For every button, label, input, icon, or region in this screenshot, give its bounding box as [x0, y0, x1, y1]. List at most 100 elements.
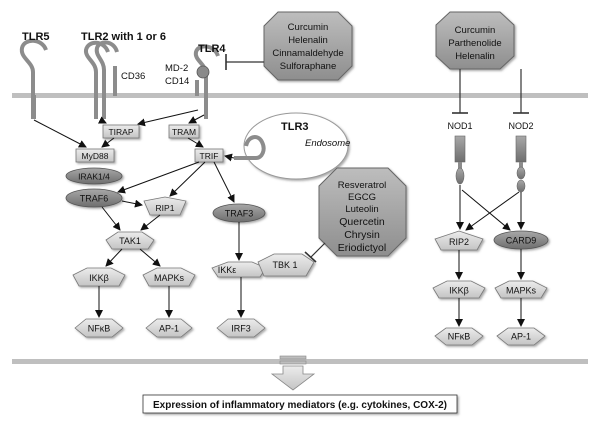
- cd14-bar: [195, 80, 199, 96]
- cd36-label: CD36: [121, 71, 145, 82]
- nfkb-left-label: NFκB: [88, 324, 111, 334]
- arrow-tak1-ikkb: [105, 248, 123, 267]
- arrow-rip1-tak1: [140, 214, 161, 231]
- cd36-bar: [113, 66, 117, 96]
- irf3-node: [216, 318, 266, 338]
- tbk1-node: [257, 253, 315, 277]
- traf6-label: TRAF6: [80, 194, 109, 204]
- irak-ellipse: [65, 167, 123, 185]
- ap1-left-node: [145, 318, 193, 338]
- endosome-label: Endosome: [305, 138, 350, 149]
- tak1-node: [105, 231, 155, 250]
- ikkb-left-node: [72, 267, 126, 287]
- mapks-right-label: MAPKs: [506, 286, 537, 296]
- nod-inhibitor-2: Parthenolide: [448, 38, 501, 49]
- arrow-tlr4-tirap: [137, 109, 199, 127]
- myd88-box: [75, 148, 115, 163]
- irf3-label: IRF3: [231, 324, 251, 334]
- ikkb-left-label: IKKβ: [89, 273, 109, 283]
- arrow-nod1-card9: [461, 189, 511, 231]
- tlr4-inhibitor-1: Curcumin: [288, 22, 329, 33]
- ap1-left-label: AP-1: [159, 324, 179, 334]
- tbk1-inhibitor-5: Chrysin: [344, 229, 380, 241]
- md2-circle: [196, 65, 210, 79]
- tbk1-inhibition-bar: [304, 251, 317, 263]
- nod1-label: NOD1: [447, 121, 472, 131]
- ikkb-right-label: IKKβ: [449, 286, 469, 296]
- tram-box: [168, 124, 200, 139]
- tlr5-label: TLR5: [22, 31, 50, 43]
- tlr4-inhibitor-2: Helenalin: [288, 35, 328, 46]
- tbk1-inhibitor-4: Quercetin: [339, 216, 385, 228]
- traf6-ellipse: [65, 188, 123, 208]
- card9-label: CARD9: [506, 236, 537, 246]
- cd14-label: CD14: [165, 76, 189, 87]
- arrow-tlr4-tram: [188, 114, 205, 124]
- mapks-left-label: MAPKs: [154, 273, 185, 283]
- arrow-trif-traf6: [117, 161, 200, 194]
- arrow-tlr2-tirap: [97, 116, 107, 124]
- ikke-label: IKKε: [218, 265, 237, 275]
- tlr4-label: TLR4: [198, 43, 226, 55]
- nod-inhibitor-3: Helenalin: [455, 51, 495, 62]
- tirap-box: [102, 124, 140, 139]
- tlr2-receptor: [83, 40, 119, 119]
- pathway-arrows: [33, 109, 525, 327]
- mapks-left-node: [142, 267, 196, 287]
- arrow-tirap-myd88: [101, 137, 115, 148]
- arrow-tak1-mapks: [139, 248, 161, 267]
- rip2-label: RIP2: [449, 237, 469, 247]
- tlr4-receptor: [193, 44, 220, 119]
- arrow-tlr5-myd88: [33, 119, 87, 148]
- myd88-label: MyD88: [82, 151, 109, 161]
- tlr2-label: TLR2 with 1 or 6: [81, 31, 166, 43]
- ikkb-right-node: [432, 280, 486, 299]
- tram-label: TRAM: [172, 127, 196, 137]
- tbk1-inhibition-line: [310, 242, 326, 258]
- nod2-receptor: [515, 135, 527, 193]
- nfkb-left-node: [74, 318, 124, 338]
- trif-label: TRIF: [200, 151, 219, 161]
- tak1-label: TAK1: [119, 236, 141, 246]
- arrow-trif-rip1: [169, 161, 206, 197]
- nod-inhibitor-1: Curcumin: [455, 25, 496, 36]
- ap1-right-node: [496, 327, 546, 346]
- cell-membrane: [12, 93, 588, 98]
- irak-label: IRAK1/4: [78, 172, 110, 182]
- nod2-label: NOD2: [508, 121, 533, 131]
- md2-label: MD-2: [165, 63, 188, 74]
- arrow-tlr3-trif: [224, 153, 235, 162]
- tlr4-inhibitor-octagon: [263, 11, 353, 81]
- tbk1-inhibitor-6: Eriodictyol: [338, 242, 386, 254]
- tbk1-label: TBK 1: [272, 260, 297, 270]
- outcome-label: Expression of inflammatory mediators (e.…: [153, 400, 447, 411]
- rip2-node: [434, 230, 484, 251]
- tlr3-receptor: [234, 135, 266, 160]
- nfkb-right-label: NFκB: [448, 332, 471, 342]
- arrow-trif-traf3: [213, 161, 235, 203]
- nfkb-right-node: [434, 327, 484, 346]
- outcome-box: [142, 394, 458, 414]
- arrow-traf6-rip1: [121, 199, 143, 208]
- nod1-receptor: [454, 135, 466, 185]
- traf3-label: TRAF3: [225, 209, 254, 219]
- nucleus-entry-arrow: [270, 355, 316, 391]
- arrow-nod2-rip2: [465, 191, 520, 231]
- rip1-node: [143, 196, 187, 216]
- tbk1-inhibitor-1: Resveratrol: [338, 180, 387, 191]
- arrow-tram-trif: [187, 137, 204, 148]
- rip1-label: RIP1: [156, 203, 175, 213]
- tbk1-inhibitor-octagon: [318, 167, 407, 257]
- mapks-right-node: [494, 280, 548, 299]
- tlr5-receptor: [19, 38, 48, 119]
- tbk1-inhibitor-2: EGCG: [348, 192, 376, 203]
- endosome: [243, 112, 349, 180]
- ap1-right-label: AP-1: [511, 332, 531, 342]
- tlr3-label: TLR3: [281, 121, 309, 133]
- tlr4-inhibitor-4: Sulforaphane: [280, 61, 337, 72]
- arrow-traf6-tak1: [101, 206, 121, 231]
- tbk1-inhibitor-3: Luteolin: [345, 204, 378, 215]
- tirap-label: TIRAP: [108, 127, 133, 137]
- nod-inhibitor-octagon: [435, 11, 515, 70]
